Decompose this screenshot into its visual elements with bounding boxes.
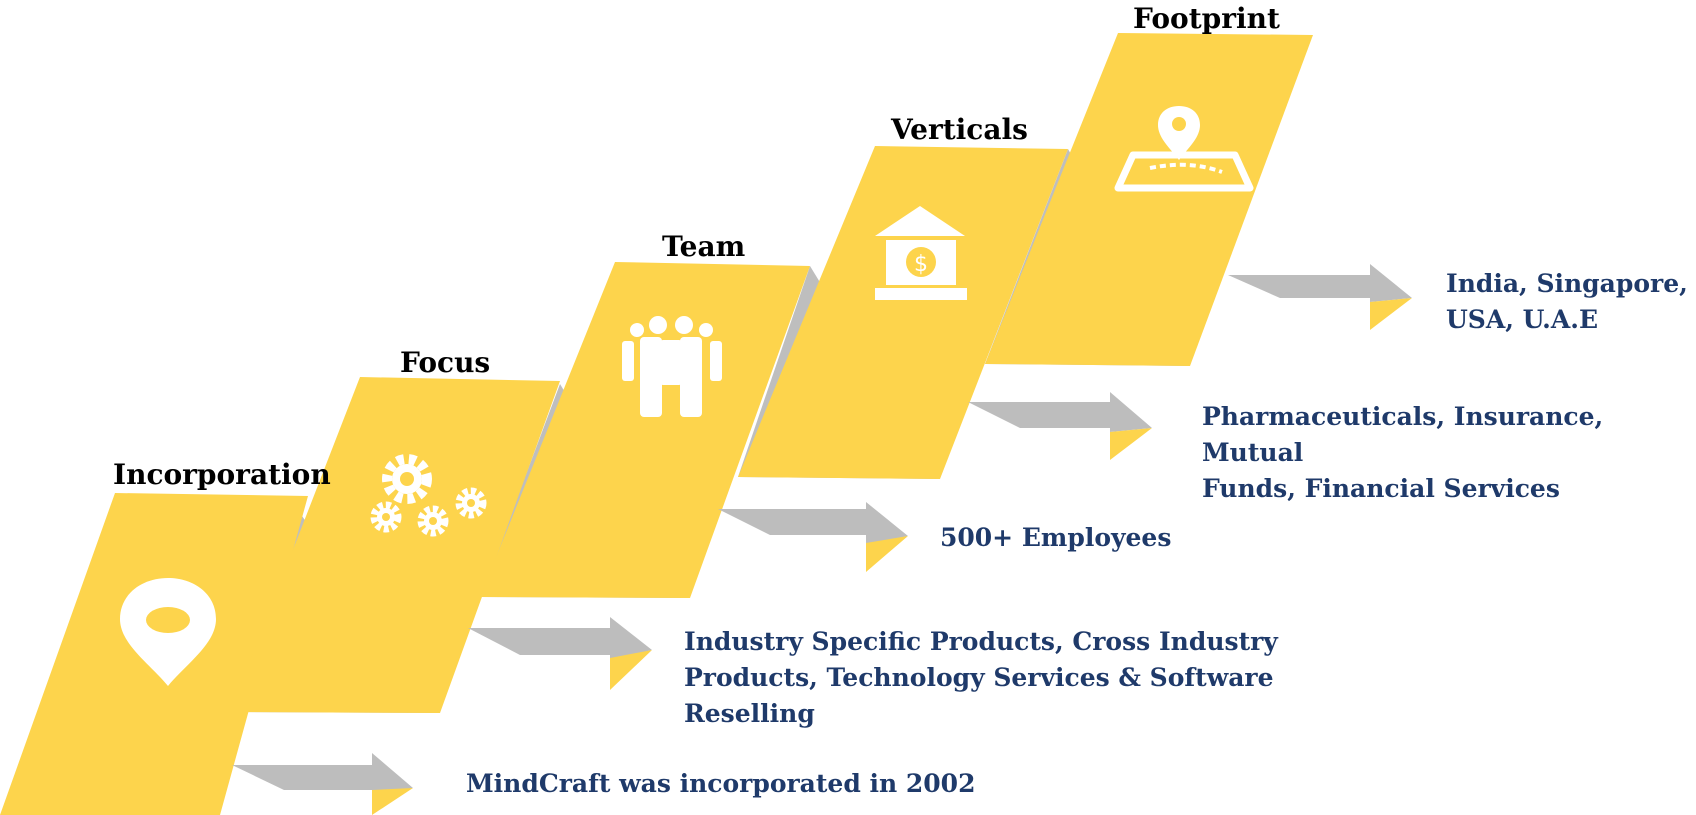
desc-line: India, Singapore, (1446, 269, 1688, 298)
step-title-team: Team (662, 230, 746, 263)
map-location-icon (1114, 106, 1254, 192)
step-title-incorporation: Incorporation (113, 458, 331, 491)
step-desc-team: 500+ Employees (940, 520, 1171, 556)
desc-line: 500+ Employees (940, 523, 1172, 552)
panel-footprint (985, 33, 1313, 366)
desc-line: Reselling (684, 699, 815, 728)
desc-line: Funds, Financial Services (1202, 474, 1560, 503)
step-desc-focus: Industry Specific Products, Cross Indust… (684, 624, 1278, 732)
arrow-3 (718, 502, 908, 572)
bank-icon: $ (875, 206, 967, 300)
people-icon (622, 316, 722, 417)
gears-icon (370, 454, 487, 537)
step-desc-incorporation: MindCraft was incorporated in 2002 (466, 766, 975, 802)
arrow-1 (232, 753, 413, 815)
step-title-footprint: Footprint (1133, 2, 1280, 35)
svg-text:$: $ (914, 252, 928, 277)
arrow-4 (968, 392, 1152, 460)
panel-verticals (738, 146, 1068, 479)
map-pin-icon (120, 578, 216, 686)
desc-line: USA, U.A.E (1446, 305, 1599, 334)
step-title-focus: Focus (400, 346, 491, 379)
desc-line: Pharmaceuticals, Insurance, Mutual (1202, 402, 1604, 467)
arrow-5 (1228, 264, 1412, 330)
desc-line: Products, Technology Services & Software (684, 663, 1274, 692)
desc-line: Industry Specific Products, Cross Indust… (684, 627, 1278, 656)
step-desc-footprint: India, Singapore, USA, U.A.E (1446, 266, 1688, 338)
desc-line: MindCraft was incorporated in 2002 (466, 769, 976, 798)
step-desc-verticals: Pharmaceuticals, Insurance, Mutual Funds… (1202, 399, 1696, 507)
step-title-verticals: Verticals (891, 113, 1028, 146)
panel-team (480, 262, 810, 598)
panel-focus (230, 377, 560, 713)
arrow-2 (468, 617, 652, 690)
